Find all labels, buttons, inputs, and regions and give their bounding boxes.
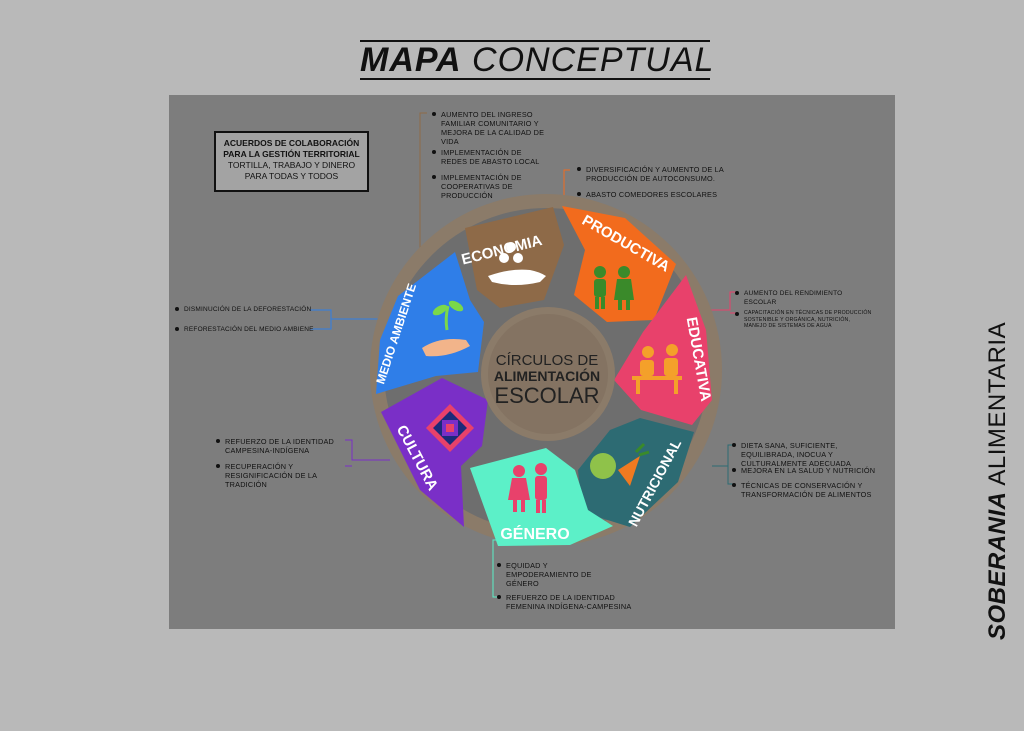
- bullet-dot: [175, 307, 179, 311]
- bullet-dot: [735, 312, 739, 316]
- bullet-dot: [735, 291, 739, 295]
- bullet-dot: [216, 464, 220, 468]
- title-light: CONCEPTUAL: [472, 41, 715, 79]
- note-text: DIVERSIFICACIÓN Y AUMENTO DE LA PRODUCCI…: [586, 165, 724, 183]
- bullet-dot: [732, 443, 736, 447]
- note-text: REFORESTACIÓN DEL MEDIO AMBIENE: [184, 326, 314, 333]
- note-text: AUMENTO DEL RENDIMIENTO ESCOLAR: [744, 290, 843, 306]
- connector-educativa: [706, 291, 738, 311]
- note-nutricional-1: DIETA SANA, SUFICIENTE, EQUILIBRADA, INO…: [732, 441, 891, 468]
- bullet-dot: [432, 175, 436, 179]
- note-nutricional-2: MEJORA EN LA SALUD Y NUTRICIÓN: [732, 466, 891, 475]
- note-text: ABASTO COMEDORES ESCOLARES: [586, 190, 718, 199]
- acuerdos-box: ACUERDOS DE COLABORACIÓN PARA LA GESTIÓN…: [214, 131, 369, 192]
- side-title: SOBERANIA ALIMENTARIA: [984, 320, 1012, 640]
- acuerdos-line3: TORTILLA, TRABAJO Y DINERO: [227, 160, 356, 170]
- note-educativa-1: AUMENTO DEL RENDIMIENTO ESCOLAR: [735, 289, 844, 307]
- note-productiva-1: DIVERSIFICACIÓN Y AUMENTO DE LA PRODUCCI…: [577, 165, 726, 183]
- note-medio-ambiente-2: REFORESTACIÓN DEL MEDIO AMBIENE: [175, 325, 314, 334]
- center-line3: ESCOLAR: [494, 383, 599, 408]
- acuerdos-line4: PARA TODAS Y TODOS: [244, 171, 339, 181]
- note-text: MEJORA EN LA SALUD Y NUTRICIÓN: [741, 466, 876, 475]
- note-genero-1: EQUIDAD Y EMPODERAMIENTO DE GÉNERO: [497, 561, 621, 588]
- segment-productiva[interactable]: [562, 206, 676, 322]
- segment-medio-ambiente[interactable]: [376, 252, 484, 394]
- connector-nutricional: [727, 444, 734, 485]
- bullet-dot: [497, 595, 501, 599]
- note-economia-2: IMPLEMENTACIÓN DE REDES DE ABASTO LOCAL: [432, 148, 541, 166]
- note-cultura-1: REFUERZO DE LA IDENTIDAD CAMPESINA-INDÍG…: [216, 437, 340, 455]
- couple-icon: [508, 463, 547, 513]
- connector-cultura: [345, 439, 390, 461]
- connector-genero: [492, 539, 500, 598]
- segment-nutricional[interactable]: [578, 418, 694, 527]
- note-text: DIETA SANA, SUFICIENTE, EQUILIBRADA, INO…: [741, 441, 852, 468]
- note-productiva-2: ABASTO COMEDORES ESCOLARES: [577, 190, 726, 199]
- plant-hand-icon: [422, 300, 470, 357]
- farmers-icon: [594, 266, 634, 310]
- bullet-dot: [175, 327, 179, 331]
- note-text: AUMENTO DEL INGRESO FAMILIAR COMUNITARIO…: [441, 110, 545, 146]
- note-economia-3: IMPLEMENTACIÓN DE COOPERATIVAS DE PRODUC…: [432, 173, 536, 200]
- note-text: REFUERZO DE LA IDENTIDAD CAMPESINA-INDÍG…: [225, 437, 334, 455]
- bullet-dot: [216, 439, 220, 443]
- note-educativa-2: CAPACITACIÓN EN TÉCNICAS DE PRODUCCIÓN S…: [735, 310, 874, 330]
- note-text: REFUERZO DE LA IDENTIDAD FEMENINA INDÍGE…: [506, 593, 632, 611]
- label-genero: GÉNERO: [500, 524, 569, 543]
- note-nutricional-3: TÉCNICAS DE CONSERVACIÓN Y TRANSFORMACIÓ…: [732, 481, 891, 499]
- side-title-bold: SOBERANIA: [984, 491, 1011, 640]
- students-icon: [632, 344, 682, 394]
- note-genero-2: REFUERZO DE LA IDENTIDAD FEMENINA INDÍGE…: [497, 593, 656, 611]
- bullet-dot: [732, 483, 736, 487]
- title-bold: MAPA: [360, 41, 462, 79]
- center-disc: [488, 314, 608, 434]
- note-economia-1: AUMENTO DEL INGRESO FAMILIAR COMUNITARIO…: [432, 110, 551, 146]
- note-text: TÉCNICAS DE CONSERVACIÓN Y TRANSFORMACIÓ…: [741, 481, 872, 499]
- acuerdos-line1: ACUERDOS DE COLABORACIÓN: [223, 138, 360, 148]
- page-title: MAPA CONCEPTUAL: [360, 41, 713, 79]
- note-text: IMPLEMENTACIÓN DE REDES DE ABASTO LOCAL: [441, 148, 540, 166]
- note-text: CAPACITACIÓN EN TÉCNICAS DE PRODUCCIÓN S…: [744, 310, 872, 329]
- bullet-dot: [497, 563, 501, 567]
- side-title-light: ALIMENTARIA: [984, 321, 1011, 486]
- note-text: IMPLEMENTACIÓN DE COOPERATIVAS DE PRODUC…: [441, 173, 522, 200]
- note-cultura-2: RECUPERACIÓN Y RESIGNIFICACIÓN DE LA TRA…: [216, 462, 350, 489]
- money-hand-icon: [488, 242, 546, 285]
- center-line1: CÍRCULOS DE: [496, 352, 599, 369]
- title-frame: MAPA CONCEPTUAL: [360, 40, 713, 80]
- bullet-dot: [732, 468, 736, 472]
- bullet-dot: [432, 112, 436, 116]
- note-text: DISMINUCIÓN DE LA DEFORESTACIÓN: [184, 306, 312, 313]
- acuerdos-line2: PARA LA GESTIÓN TERRITORIAL: [223, 149, 360, 159]
- vegetables-icon: [590, 442, 650, 486]
- bullet-dot: [432, 150, 436, 154]
- bullet-dot: [577, 167, 581, 171]
- cultural-pattern-icon: [425, 403, 475, 453]
- note-text: RECUPERACIÓN Y RESIGNIFICACIÓN DE LA TRA…: [225, 462, 317, 489]
- center-line2: ALIMENTACIÓN: [494, 367, 600, 384]
- note-text: EQUIDAD Y EMPODERAMIENTO DE GÉNERO: [506, 561, 592, 588]
- bullet-dot: [577, 192, 581, 196]
- note-medio-ambiente-1: DISMINUCIÓN DE LA DEFORESTACIÓN: [175, 305, 314, 314]
